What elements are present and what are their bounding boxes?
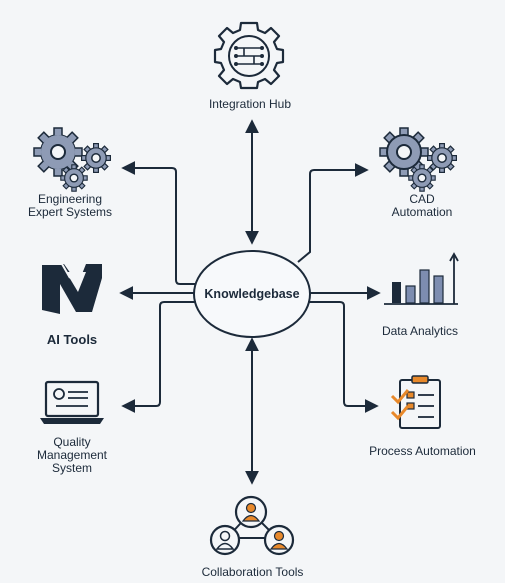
connector-engineering-expert-systems [121, 161, 196, 285]
connector-process-automation [308, 301, 379, 413]
hub-gear-icon [213, 21, 285, 90]
collaboration-tools-label: Collaboration Tools [201, 565, 304, 579]
quality-label-line2: Management [36, 448, 108, 462]
engineering-expert-systems-label: Engineering Expert Systems [10, 193, 130, 219]
integration-hub-label: Integration Hub [208, 97, 292, 111]
cad-label-line1: CAD [409, 192, 435, 206]
quality-management-system-label: Quality Management System [22, 436, 122, 475]
bar-chart-icon [384, 252, 459, 305]
process-automation-label: Process Automation [369, 444, 476, 458]
knowledgebase-label: Knowledgebase [204, 287, 300, 301]
engineering-label-line1: Engineering [37, 192, 103, 206]
quality-label-line3: System [51, 461, 92, 475]
cad-automation-label: CAD Automation [362, 193, 482, 219]
engineering-label-line2: Expert Systems [27, 205, 113, 219]
gears-icon [379, 127, 458, 192]
checklist-icon [390, 375, 441, 429]
laptop-icon [40, 380, 104, 424]
quality-label-line1: Quality [53, 435, 91, 449]
gears-icon [33, 127, 112, 192]
cad-label-line2: Automation [391, 205, 453, 219]
connectors [119, 119, 381, 485]
ai-logo-icon [42, 263, 102, 314]
connector-cad-automation [297, 163, 369, 263]
people-network-icon [209, 495, 295, 556]
connector-quality-management [121, 301, 196, 413]
data-analytics-label: Data Analytics [381, 324, 459, 338]
ai-tools-label: AI Tools [46, 332, 98, 347]
